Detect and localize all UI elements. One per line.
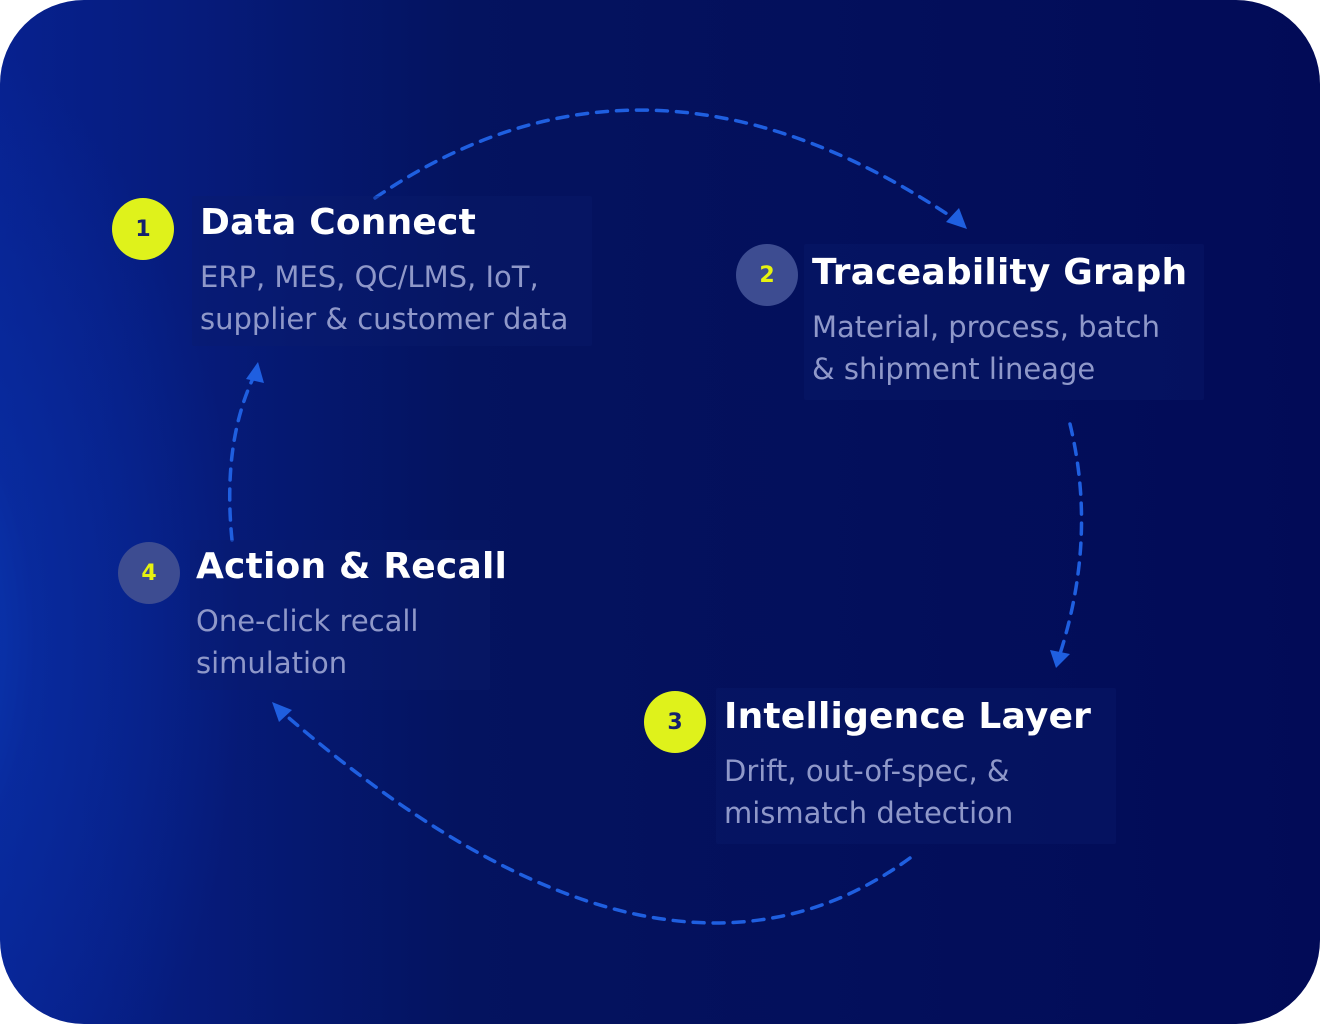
connector-4-to-1 — [227, 370, 258, 542]
step-2-badge: 2 — [736, 244, 798, 306]
step-3-description-line-2: mismatch detection — [724, 796, 1014, 830]
step-2-description-box — [804, 244, 1204, 400]
connector-1-to-2 — [373, 108, 964, 226]
step-3-number: 3 — [667, 709, 683, 735]
step-1-title: Data Connect — [200, 202, 476, 243]
step-1-description-box — [192, 196, 592, 346]
arrowhead-2-to-3-icon — [1050, 650, 1070, 668]
step-1-badge: 1 — [112, 198, 174, 260]
step-3-description-box — [716, 688, 1116, 844]
step-2-description-line-1: Material, process, batch — [812, 310, 1160, 344]
step-4-number: 4 — [141, 560, 157, 586]
step-4-badge: 4 — [118, 542, 180, 604]
step-2-number: 2 — [759, 262, 775, 288]
step-2-title: Traceability Graph — [812, 252, 1188, 293]
step-2-description-line-2: & shipment lineage — [812, 352, 1096, 386]
step-4-description-line-2: simulation — [196, 646, 348, 680]
arrowhead-3-to-4-icon — [272, 702, 292, 722]
connector-3-to-4 — [280, 710, 912, 925]
step-1-description-line-2: supplier & customer data — [200, 302, 569, 336]
step-1-description-line-1: ERP, MES, QC/LMS, IoT, — [200, 260, 539, 294]
step-3-title: Intelligence Layer — [724, 696, 1092, 737]
arrowhead-4-to-1-icon — [246, 362, 264, 383]
step-1-number: 1 — [135, 216, 151, 242]
step-3-description-line-1: Drift, out-of-spec, & — [724, 754, 1010, 788]
step-4-title: Action & Recall — [196, 546, 508, 587]
step-4-description-line-1: One-click recall — [196, 604, 419, 638]
step-3-badge: 3 — [644, 691, 706, 753]
connector-2-to-3 — [1056, 422, 1084, 662]
step-4-description-box — [190, 540, 490, 690]
arrowhead-1-to-2-icon — [946, 208, 967, 229]
